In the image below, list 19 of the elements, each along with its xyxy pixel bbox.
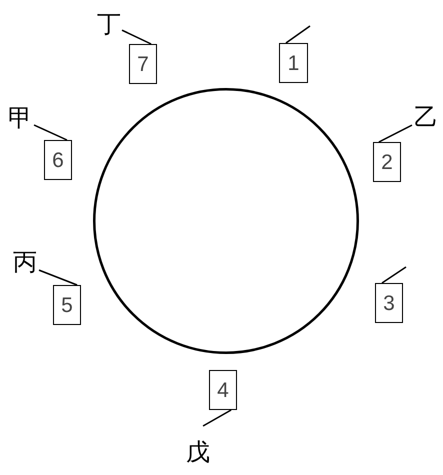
number-box: 7 — [129, 44, 157, 84]
leader-line — [34, 124, 68, 141]
number-box: 5 — [53, 285, 81, 325]
character-label: 戊 — [184, 426, 212, 466]
character-label: 丙 — [11, 248, 39, 276]
number-box: 4 — [209, 370, 237, 410]
number-box: 6 — [44, 140, 72, 180]
character-label: 甲 — [6, 104, 34, 132]
leader-line — [202, 409, 232, 427]
number-box: 2 — [373, 142, 401, 182]
leader-line — [382, 266, 406, 284]
character-label: 丁 — [96, 10, 122, 38]
leader-line — [378, 124, 412, 143]
character-label: 乙 — [412, 103, 440, 131]
leader-line — [122, 29, 152, 45]
number-box: 1 — [279, 43, 308, 83]
number-box: 3 — [375, 283, 403, 323]
leader-line — [286, 25, 310, 44]
leader-line — [38, 269, 78, 286]
